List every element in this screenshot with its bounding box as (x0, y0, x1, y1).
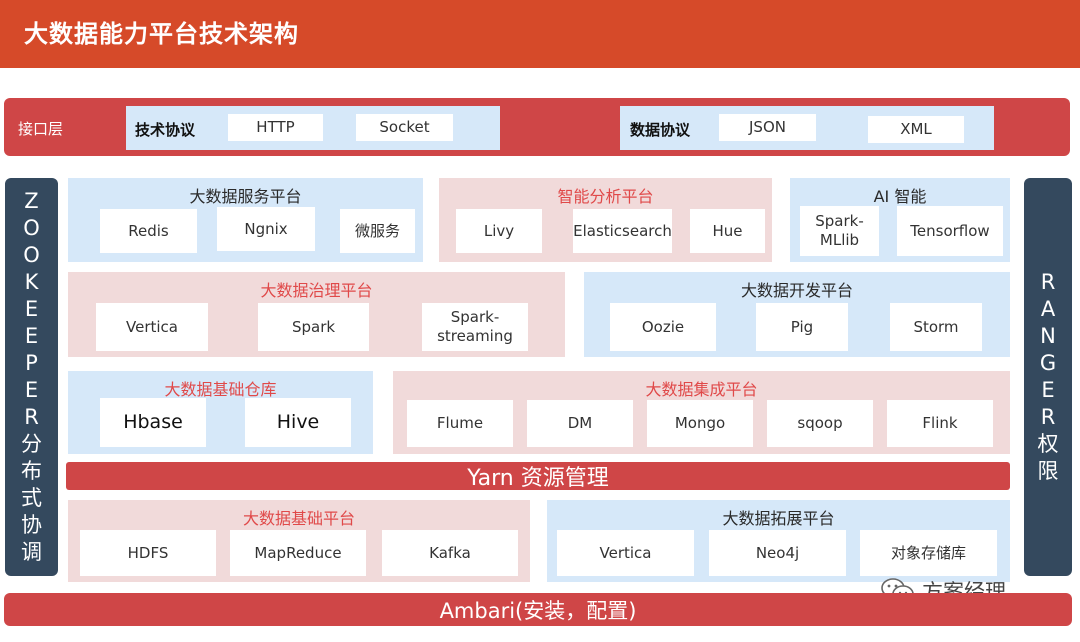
dev-item-pig: Pig (756, 303, 848, 351)
zookeeper-char: O (23, 243, 40, 267)
warehouse-group: 大数据基础仓库 Hbase Hive (68, 371, 373, 454)
warehouse-item-hbase: Hbase (100, 398, 206, 447)
zookeeper-char: E (24, 378, 39, 402)
base-platform-title: 大数据基础平台 (242, 509, 355, 528)
tech-protocol-label: 技术协议 (135, 121, 196, 139)
ranger-char: R (1040, 405, 1056, 429)
ai-item-tensorflow: Tensorflow (897, 206, 1003, 256)
service-item-redis: Redis (100, 209, 197, 253)
data-protocol-group: 数据协议 JSON XML (620, 106, 994, 150)
protocol-socket: Socket (356, 114, 453, 141)
extend-platform-group: 大数据拓展平台 Vertica Neo4j 对象存储库 (547, 500, 1010, 582)
zookeeper-char: P (25, 351, 38, 375)
governance-platform-title: 大数据治理平台 (260, 281, 373, 300)
zookeeper-char: 式 (21, 486, 42, 510)
service-platform-group: 大数据服务平台 Redis Ngnix 微服务 (68, 178, 423, 262)
ranger-char: G (1039, 351, 1057, 375)
ambari-label: Ambari(安装，配置) (439, 598, 637, 623)
zookeeper-char: E (24, 297, 39, 321)
tech-protocol-group: 技术协议 HTTP Socket (126, 106, 500, 150)
page-title: 大数据能力平台技术架构 (24, 20, 299, 48)
governance-platform-group: 大数据治理平台 Vertica Spark Spark-streaming (68, 272, 565, 357)
ranger-char: N (1040, 324, 1056, 348)
dev-item-oozie: Oozie (610, 303, 716, 351)
ranger-char: E (1041, 378, 1055, 402)
integration-item-sqoop: sqoop (767, 400, 873, 447)
service-platform-title: 大数据服务平台 (189, 187, 302, 206)
warehouse-title: 大数据基础仓库 (164, 380, 277, 399)
ambari-bar: Ambari(安装，配置) (4, 593, 1072, 626)
integration-item-dm: DM (527, 400, 633, 447)
zookeeper-char: K (24, 270, 39, 294)
ranger-char: 限 (1037, 459, 1059, 483)
ranger-char: 权 (1037, 432, 1059, 456)
zookeeper-char: 分 (21, 432, 42, 456)
governance-item-spark: Spark (258, 303, 369, 351)
integration-item-mongo: Mongo (647, 400, 753, 447)
ranger-char: R (1040, 270, 1056, 294)
ai-item-spark-mllib: Spark-MLlib (800, 206, 879, 256)
yarn-bar: Yarn 资源管理 (66, 462, 1010, 491)
base-item-mapreduce: MapReduce (230, 530, 366, 576)
dev-platform-title: 大数据开发平台 (740, 281, 853, 300)
warehouse-item-hive: Hive (245, 398, 351, 447)
analysis-platform-title: 智能分析平台 (557, 187, 654, 206)
zookeeper-column: Z O O K E E P E R 分 布 式 协 调 (5, 178, 58, 576)
interface-layer-label: 接口层 (18, 120, 64, 138)
zookeeper-char: 布 (21, 459, 42, 483)
dev-platform-group: 大数据开发平台 Oozie Pig Storm (584, 272, 1010, 357)
analysis-item-livy: Livy (456, 209, 542, 253)
zookeeper-char: R (24, 405, 39, 429)
base-item-hdfs: HDFS (80, 530, 216, 576)
zookeeper-char: O (23, 216, 40, 240)
analysis-item-hue: Hue (690, 209, 765, 253)
dev-item-storm: Storm (890, 303, 982, 351)
zookeeper-char: 调 (21, 540, 42, 564)
governance-item-vertica: Vertica (96, 303, 208, 351)
ai-title: AI 智能 (873, 187, 927, 206)
service-item-ngnix: Ngnix (217, 207, 315, 251)
extend-platform-title: 大数据拓展平台 (722, 509, 835, 528)
governance-item-spark-streaming: Spark-streaming (422, 303, 528, 351)
protocol-xml: XML (868, 116, 964, 143)
base-item-kafka: Kafka (382, 530, 518, 576)
header-banner: 大数据能力平台技术架构 (0, 0, 1080, 68)
zookeeper-char: E (24, 324, 39, 348)
zookeeper-char: 协 (21, 513, 42, 537)
extend-item-vertica: Vertica (557, 530, 694, 576)
analysis-item-elasticsearch: Elasticsearch (573, 209, 672, 253)
ranger-char: A (1040, 297, 1056, 321)
protocol-json: JSON (719, 114, 816, 141)
analysis-platform-group: 智能分析平台 Livy Elasticsearch Hue (439, 178, 772, 262)
ranger-column: R A N G E R 权 限 (1024, 178, 1072, 576)
integration-item-flink: Flink (887, 400, 993, 447)
protocol-http: HTTP (228, 114, 323, 141)
yarn-label: Yarn 资源管理 (467, 466, 609, 491)
extend-item-object-storage: 对象存储库 (860, 530, 997, 576)
integration-platform-group: 大数据集成平台 Flume DM Mongo sqoop Flink (393, 371, 1010, 454)
zookeeper-char: Z (24, 189, 39, 213)
integration-platform-title: 大数据集成平台 (645, 380, 758, 399)
ai-group: AI 智能 Spark-MLlib Tensorflow (790, 178, 1010, 262)
base-platform-group: 大数据基础平台 HDFS MapReduce Kafka (68, 500, 530, 582)
data-protocol-label: 数据协议 (630, 121, 691, 139)
service-item-microservice: 微服务 (340, 209, 415, 253)
extend-item-neo4j: Neo4j (709, 530, 846, 576)
integration-item-flume: Flume (407, 400, 513, 447)
